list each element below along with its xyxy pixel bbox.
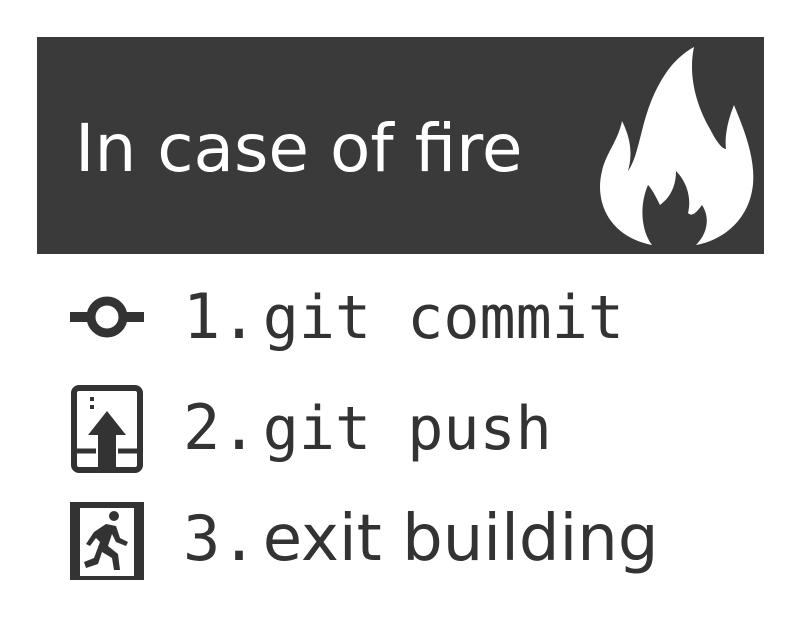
- step-text: 1. git commit: [183, 272, 624, 362]
- step-3: 3. exit building: [0, 494, 800, 584]
- commit-icon: [70, 296, 144, 338]
- step-text: 3. exit building: [183, 494, 658, 584]
- step-number: 1.: [183, 280, 258, 353]
- step-number: 3.: [183, 502, 258, 575]
- step-number: 2.: [183, 391, 258, 464]
- banner-title: In case of fire: [75, 110, 523, 187]
- step-1: 1. git commit: [0, 272, 800, 362]
- step-command: git push: [262, 394, 552, 464]
- step-command: git commit: [262, 283, 624, 353]
- step-command: exit building: [262, 502, 659, 576]
- fire-banner: In case of fire: [37, 37, 764, 254]
- flame-icon: [600, 47, 754, 245]
- step-2: 2. git push: [0, 383, 800, 473]
- emergency-exit-icon: [70, 502, 144, 580]
- step-text: 2. git push: [183, 383, 552, 473]
- push-upload-icon: [71, 385, 143, 473]
